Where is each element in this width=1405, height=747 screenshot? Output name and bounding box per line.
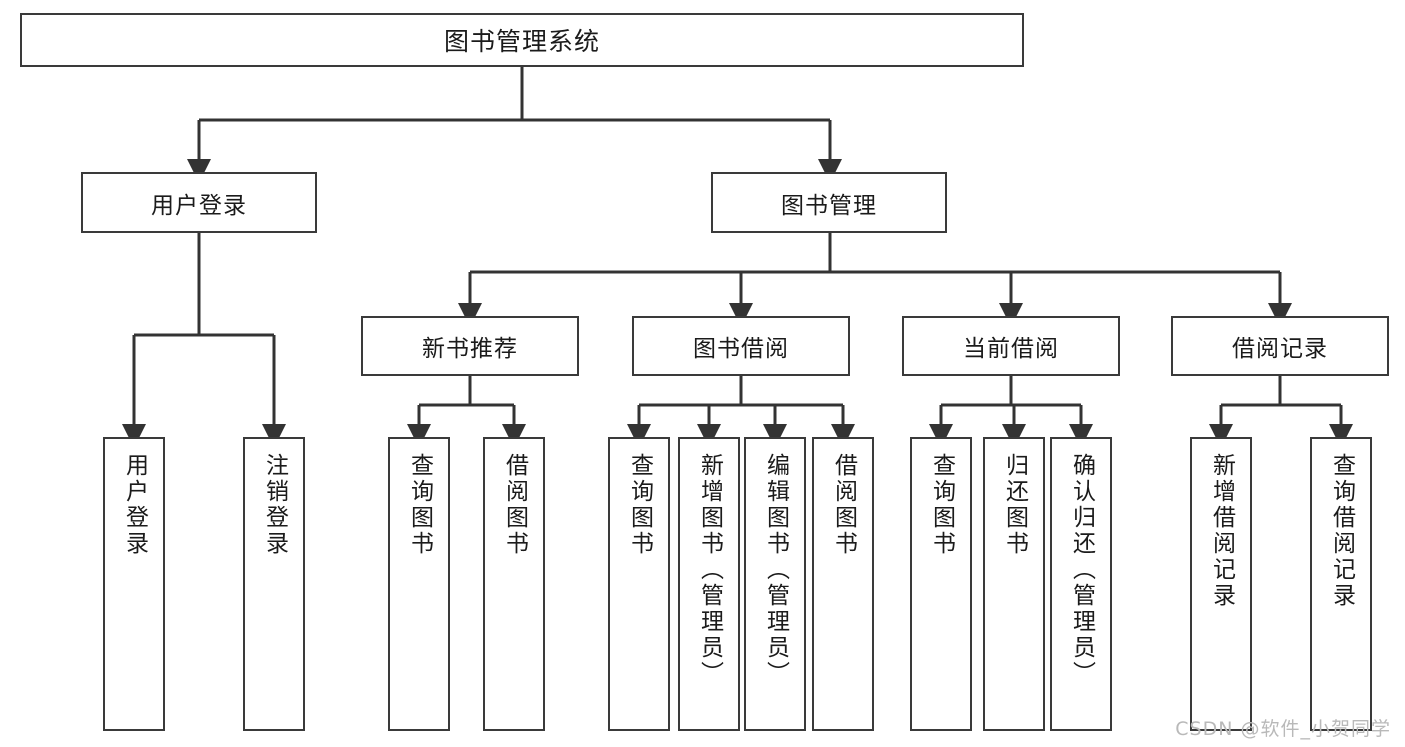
leaf-nbr-query-book[interactable]: 查询图书	[388, 437, 450, 731]
leaf-br-add-record-label: 新增借阅记录	[1208, 453, 1235, 609]
leaf-user-logout-label: 注销登录	[261, 453, 288, 557]
leaf-bb-query-book-label: 查询图书	[626, 453, 653, 557]
leaf-br-query-record-label: 查询借阅记录	[1328, 453, 1355, 609]
leaf-bb-borrow-book-label: 借阅图书	[830, 453, 857, 557]
leaf-cb-confirm-return-admin[interactable]: 确认归还（管理员）	[1050, 437, 1112, 731]
node-user-login[interactable]: 用户登录	[81, 172, 317, 233]
leaf-nbr-query-book-label: 查询图书	[406, 453, 433, 557]
leaf-cb-query-book[interactable]: 查询图书	[910, 437, 972, 731]
leaf-bb-edit-book-admin-label: 编辑图书（管理员）	[762, 453, 789, 687]
leaf-nbr-borrow-book[interactable]: 借阅图书	[483, 437, 545, 731]
leaf-cb-return-book-label: 归还图书	[1001, 453, 1028, 557]
node-new-book-recommend[interactable]: 新书推荐	[361, 316, 579, 376]
leaf-nbr-borrow-book-label: 借阅图书	[501, 453, 528, 557]
leaf-bb-add-book-admin-label: 新增图书（管理员）	[696, 453, 723, 687]
node-book-management-label: 图书管理	[781, 192, 877, 219]
leaf-cb-return-book[interactable]: 归还图书	[983, 437, 1045, 731]
node-borrow-record-label: 借阅记录	[1232, 336, 1328, 362]
node-root[interactable]: 图书管理系统	[20, 13, 1024, 67]
leaf-user-login[interactable]: 用户登录	[103, 437, 165, 731]
leaf-br-add-record[interactable]: 新增借阅记录	[1190, 437, 1252, 731]
node-new-book-recommend-label: 新书推荐	[422, 336, 518, 362]
node-borrow-record[interactable]: 借阅记录	[1171, 316, 1389, 376]
leaf-cb-query-book-label: 查询图书	[928, 453, 955, 557]
leaf-user-logout[interactable]: 注销登录	[243, 437, 305, 731]
leaf-bb-query-book[interactable]: 查询图书	[608, 437, 670, 731]
csdn-watermark: CSDN @软件_小贺同学	[1175, 718, 1391, 740]
node-root-label: 图书管理系统	[443, 27, 600, 56]
leaf-cb-confirm-return-admin-label: 确认归还（管理员）	[1068, 453, 1095, 687]
leaf-bb-borrow-book[interactable]: 借阅图书	[812, 437, 874, 731]
node-book-borrow-label: 图书借阅	[693, 336, 789, 362]
node-user-login-label: 用户登录	[151, 192, 247, 219]
node-book-management[interactable]: 图书管理	[711, 172, 947, 233]
leaf-bb-edit-book-admin[interactable]: 编辑图书（管理员）	[744, 437, 806, 731]
node-book-borrow[interactable]: 图书借阅	[632, 316, 850, 376]
leaf-user-login-label: 用户登录	[121, 453, 148, 557]
leaf-bb-add-book-admin[interactable]: 新增图书（管理员）	[678, 437, 740, 731]
node-current-borrow[interactable]: 当前借阅	[902, 316, 1120, 376]
node-current-borrow-label: 当前借阅	[963, 336, 1059, 362]
leaf-br-query-record[interactable]: 查询借阅记录	[1310, 437, 1372, 731]
